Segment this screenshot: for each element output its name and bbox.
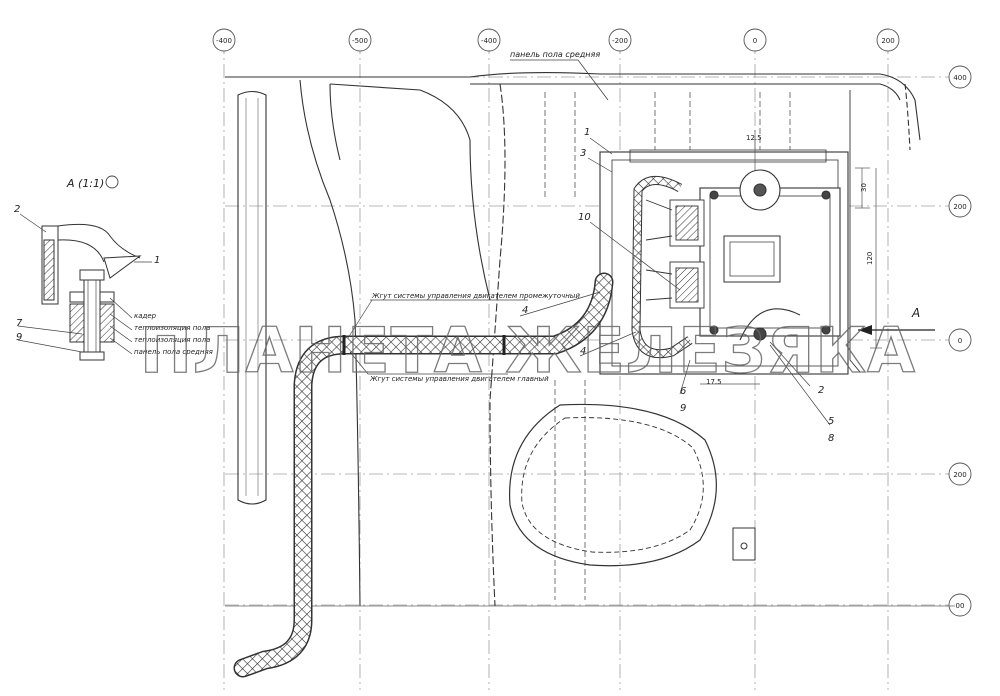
callout-4: 4 xyxy=(522,305,528,316)
section-label: теплоизоляция пола xyxy=(134,336,210,344)
callout-5: 5 xyxy=(828,416,834,427)
callout-leaders xyxy=(519,137,831,426)
grid-label: 200 xyxy=(881,37,894,45)
grid-label: -400 xyxy=(216,37,232,45)
section-label: теплоизоляция пола xyxy=(134,324,210,332)
top-grid-labels: -400 -500 -400 -200 0 200 xyxy=(216,37,895,45)
top-grid-markers xyxy=(212,28,900,52)
harness-labels: Жгут системы управления двигателем проме… xyxy=(369,292,580,383)
harness-leaders xyxy=(347,299,528,375)
rib-lines xyxy=(544,92,791,600)
callout-9: 9 xyxy=(680,403,686,414)
floor-panel xyxy=(225,72,955,607)
section-label: кадер xyxy=(134,312,157,320)
section-view: А (1:1) 2 xyxy=(14,175,213,361)
harness-clamps xyxy=(342,335,506,355)
callout-6: 6 xyxy=(680,386,686,397)
dimension-label: 17.5 xyxy=(706,378,722,386)
callouts: 1 3 10 4 4 6 9 2 5 8 xyxy=(522,127,834,444)
main-harness xyxy=(233,272,614,678)
callout-10: 10 xyxy=(578,212,591,223)
dimension-label: 12.5 xyxy=(746,134,762,142)
left-rail xyxy=(237,90,267,505)
watermark: ПЛАНЕТА ЖЕЛЕЗЯКА xyxy=(140,314,916,387)
dimension-label: 120 xyxy=(866,252,874,265)
grid-label: 0 xyxy=(958,337,962,345)
grid-label: 0 xyxy=(753,37,757,45)
ecu-connectors xyxy=(645,199,705,309)
panel-leader xyxy=(510,59,609,101)
harness-label-bottom: Жгут системы управления двигателем главн… xyxy=(369,375,549,383)
panel-label: панель пола средняя xyxy=(510,50,600,59)
dimensions: 12.5 30 120 17.5 xyxy=(706,134,874,386)
grid-label: 400 xyxy=(953,74,966,82)
dimension-label: 30 xyxy=(860,183,868,192)
grid-label: -200 xyxy=(612,37,628,45)
grid-label: -500 xyxy=(352,37,368,45)
view-arrow: А xyxy=(858,306,935,335)
access-hole xyxy=(508,403,717,567)
callout-8: 8 xyxy=(828,433,834,444)
bracket xyxy=(732,527,756,561)
harness-loop xyxy=(631,176,693,359)
section-callout-2: 2 xyxy=(14,204,20,215)
section-label: панель пола средняя xyxy=(134,348,213,356)
right-grid-labels: 400 200 0 200 00 xyxy=(953,74,966,610)
callout-3: 3 xyxy=(580,148,586,159)
section-callout-9: 9 xyxy=(16,332,22,343)
grid-label: 00 xyxy=(956,602,965,610)
section-callout-1: 1 xyxy=(154,255,160,266)
section-callout-7: 7 xyxy=(16,318,23,329)
view-arrow-label: А xyxy=(911,306,920,320)
grid-label: -400 xyxy=(481,37,497,45)
harness-label-top: Жгут системы управления двигателем проме… xyxy=(371,292,580,300)
callout-2: 2 xyxy=(818,385,824,396)
dimension-lines xyxy=(700,130,882,385)
grid-label: 200 xyxy=(953,471,966,479)
callout-1: 1 xyxy=(584,127,590,138)
callout-4b: 4 xyxy=(580,346,586,357)
right-grid-markers xyxy=(948,65,972,617)
ecu-unit xyxy=(699,169,841,341)
grid-label: 200 xyxy=(953,203,966,211)
section-view-title: А (1:1) xyxy=(66,177,104,190)
